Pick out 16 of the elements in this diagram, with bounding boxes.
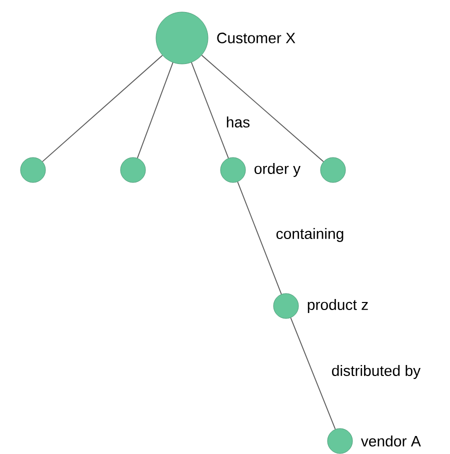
- node-circle: [320, 157, 346, 183]
- connector-line: [191, 62, 229, 159]
- node-label: product z: [308, 299, 368, 313]
- edge-label: has: [224, 116, 252, 128]
- edge-label: distributed by: [330, 364, 422, 380]
- node-label: order y: [254, 163, 301, 177]
- connector-line: [42, 54, 163, 162]
- connector-line: [237, 181, 282, 295]
- node-circle: [120, 157, 146, 183]
- edge-label: containing: [274, 227, 346, 243]
- connector-line: [201, 54, 324, 162]
- node-label: vendor A: [360, 436, 421, 446]
- connector-line: [136, 62, 174, 159]
- node-circle: [20, 157, 46, 183]
- node-label: Customer X: [217, 32, 296, 44]
- connector-line: [290, 317, 336, 430]
